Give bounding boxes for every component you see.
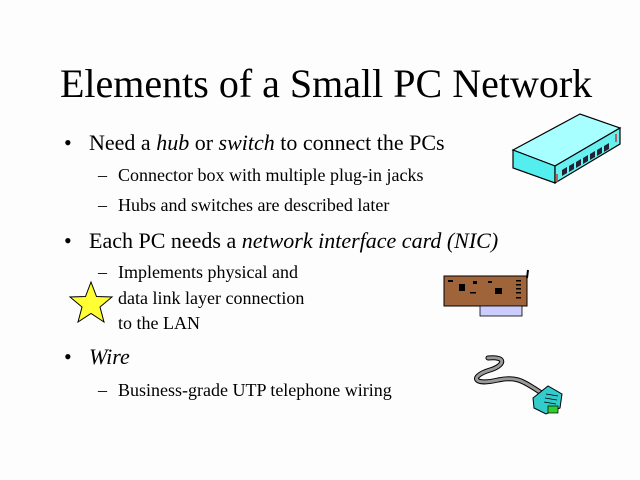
network-card-icon [443,269,529,317]
bullet-hub-switch: Need a hub or switch to connect the PCs [89,130,445,155]
sub-bullet-connector-box: Connector box with multiple plug-in jack… [118,165,424,185]
bullet-nic: Each PC needs a network interface card (… [89,228,499,253]
bullet-wire: Wire [89,344,130,369]
slide-title: Elements of a Small PC Network [60,61,593,106]
sub-bullet-line: Implements physical and [118,262,298,282]
sub-bullet-marker: – [98,195,107,215]
sub-bullet-line: to the LAN [118,313,200,333]
sub-bullet-marker: – [98,165,107,185]
bullet-marker: • [64,344,72,369]
star-icon [68,280,114,324]
sub-bullet-marker: – [98,380,107,400]
cable-plug-icon [474,355,563,415]
bullet-marker: • [64,228,72,253]
sub-bullet-described-later: Hubs and switches are described later [118,195,390,215]
sub-bullet-utp: Business-grade UTP telephone wiring [118,380,392,400]
hub-icon [511,113,622,185]
sub-bullet-marker: – [98,262,107,282]
sub-bullet-line: data link layer connection [118,288,305,308]
bullet-marker: • [64,130,72,155]
